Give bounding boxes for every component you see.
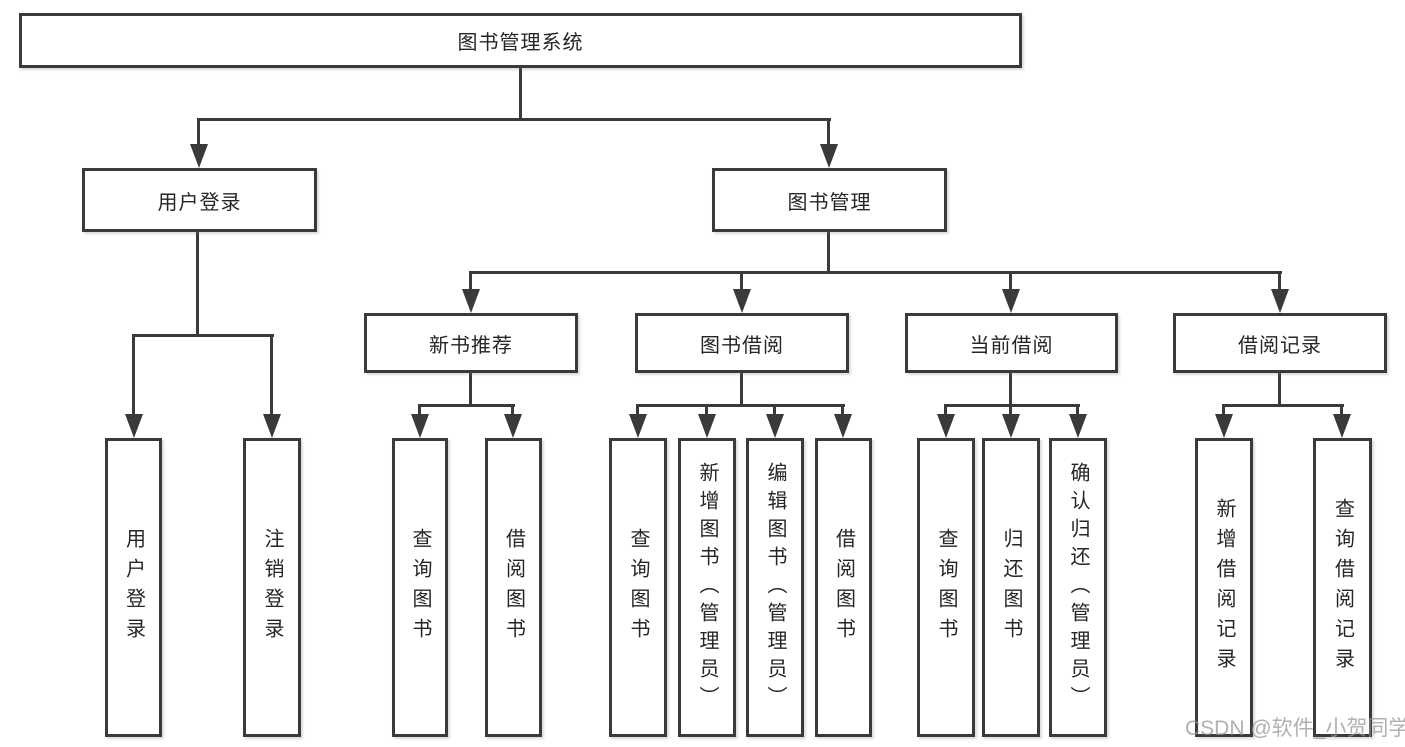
arrow-down-icon	[504, 414, 522, 438]
node-leaf-query-book-current: 查询图书	[917, 438, 975, 737]
node-label: 编辑图书（管理员）	[764, 461, 786, 714]
arrow-down-icon	[629, 414, 647, 438]
node-label: 用户登录	[122, 527, 145, 648]
node-leaf-query-borrow-record: 查询借阅记录	[1313, 438, 1372, 737]
node-leaf-add-borrow-record: 新增借阅记录	[1195, 438, 1253, 737]
connector-line	[773, 404, 776, 420]
csdn-watermark: CSDN @软件_小贺同学	[1185, 717, 1405, 740]
node-leaf-logout: 注销登录	[243, 438, 301, 737]
node-current-borrow: 当前借阅	[905, 313, 1118, 373]
node-leaf-edit-book-admin: 编辑图书（管理员）	[746, 438, 804, 737]
connector-line	[198, 118, 831, 121]
node-book-management: 图书管理	[712, 168, 947, 232]
node-label: 查询图书	[935, 527, 957, 648]
arrow-down-icon	[698, 414, 716, 438]
node-leaf-confirm-return-admin: 确认归还（管理员）	[1049, 438, 1107, 737]
arrow-down-icon	[766, 414, 784, 438]
node-label: 当前借阅	[969, 334, 1054, 357]
connector-line	[469, 371, 472, 407]
arrow-down-icon	[1333, 414, 1351, 438]
connector-line	[418, 404, 421, 420]
arrow-down-icon	[820, 144, 838, 168]
node-leaf-user-login: 用户登录	[105, 438, 162, 737]
node-label: 用户登录	[157, 191, 242, 214]
connector-line	[636, 404, 639, 420]
connector-line	[418, 404, 515, 407]
node-label: 新增借阅记录	[1213, 497, 1235, 678]
connector-line	[1076, 404, 1079, 420]
node-label: 查询借阅记录	[1331, 497, 1354, 678]
arrow-down-icon	[190, 144, 208, 168]
connector-line	[740, 271, 743, 295]
node-new-book-recommend: 新书推荐	[364, 313, 578, 373]
arrow-down-icon	[733, 289, 751, 313]
arrow-down-icon	[462, 289, 480, 313]
node-book-borrow: 图书借阅	[635, 313, 849, 373]
connector-line	[1278, 371, 1281, 407]
arrow-down-icon	[263, 414, 281, 438]
node-label: 借阅图书	[502, 527, 525, 648]
node-leaf-borrow-book-recommend: 借阅图书	[485, 438, 542, 737]
node-label: 图书借阅	[700, 334, 784, 357]
node-label: 查询图书	[627, 527, 649, 648]
connector-line	[519, 66, 522, 121]
node-borrow-records: 借阅记录	[1173, 313, 1387, 373]
arrow-down-icon	[1002, 414, 1020, 438]
node-label: 确认归还（管理员）	[1067, 461, 1089, 714]
arrow-down-icon	[125, 414, 143, 438]
arrow-down-icon	[1069, 414, 1087, 438]
node-leaf-add-book-admin: 新增图书（管理员）	[678, 438, 736, 737]
node-label: 图书管理	[787, 191, 872, 214]
connector-line	[1009, 271, 1012, 295]
node-leaf-query-book-recommend: 查询图书	[392, 438, 448, 737]
connector-line	[705, 404, 708, 420]
node-label: 查询图书	[409, 527, 431, 648]
connector-line	[1222, 404, 1344, 407]
node-user-login: 用户登录	[82, 168, 317, 232]
arrow-down-icon	[834, 414, 852, 438]
connector-line	[132, 334, 135, 420]
node-leaf-borrow-book-borrow: 借阅图书	[815, 438, 872, 737]
connector-line	[270, 334, 273, 420]
connector-line	[740, 371, 743, 407]
node-label: 图书管理系统	[457, 32, 584, 54]
node-leaf-return-book: 归还图书	[982, 438, 1040, 737]
node-label: 归还图书	[1000, 527, 1022, 648]
arrow-down-icon	[937, 414, 955, 438]
connector-line	[636, 404, 845, 407]
connector-line	[1009, 371, 1012, 407]
connector-line	[827, 118, 830, 150]
node-label: 借阅记录	[1238, 334, 1322, 357]
node-label: 新书推荐	[429, 334, 513, 357]
arrow-down-icon	[1271, 289, 1289, 313]
connector-line	[1278, 271, 1281, 295]
node-root: 图书管理系统	[19, 13, 1022, 68]
arrow-down-icon	[411, 414, 429, 438]
connector-line	[944, 404, 1080, 407]
connector-line	[469, 271, 472, 295]
connector-line	[132, 334, 274, 337]
arrow-down-icon	[1002, 289, 1020, 313]
node-label: 借阅图书	[832, 527, 855, 648]
connector-line	[1009, 404, 1012, 420]
connector-line	[1222, 404, 1225, 420]
connector-line	[827, 230, 830, 273]
connector-line	[197, 118, 200, 150]
connector-line	[511, 404, 514, 420]
connector-line	[841, 404, 844, 420]
connector-line	[469, 271, 1282, 274]
connector-line	[944, 404, 947, 420]
node-label: 注销登录	[261, 527, 283, 648]
connector-line	[1340, 404, 1343, 420]
arrow-down-icon	[1215, 414, 1233, 438]
connector-line	[196, 230, 199, 336]
node-leaf-query-book-borrow: 查询图书	[609, 438, 667, 737]
node-label: 新增图书（管理员）	[696, 461, 718, 714]
